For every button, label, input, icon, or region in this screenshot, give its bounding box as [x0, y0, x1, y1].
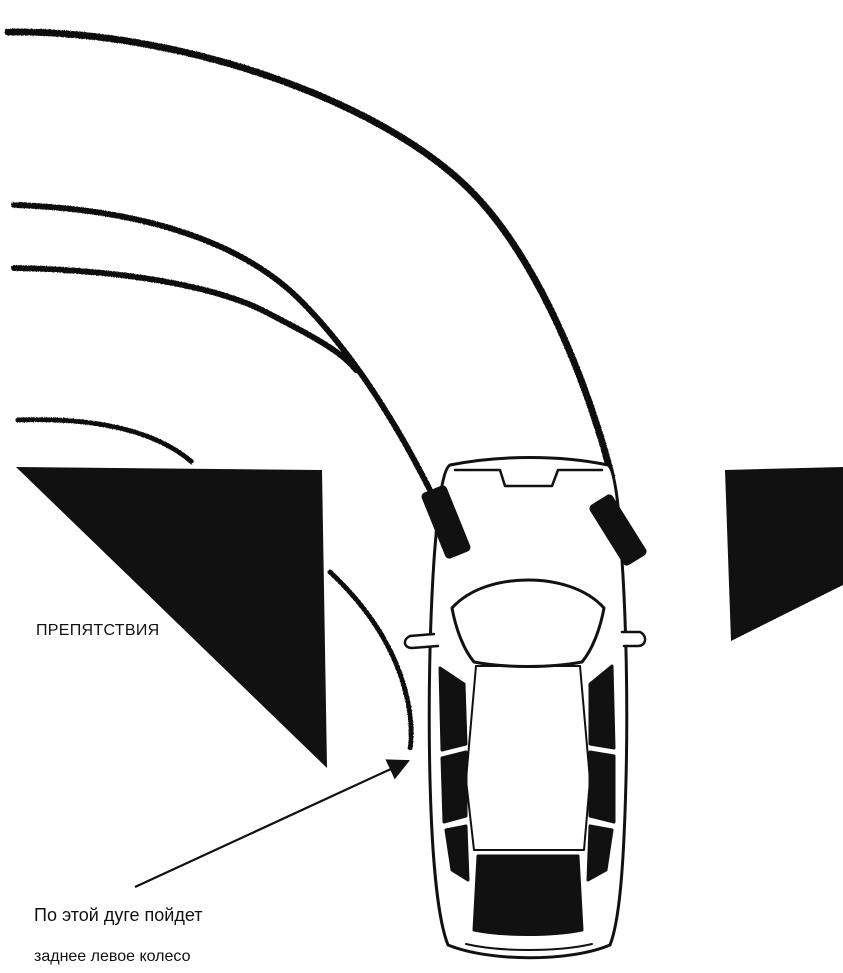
- caption-line-1: По этой дуге пойдет: [34, 905, 203, 926]
- left-obstacle: [16, 467, 327, 768]
- car: [405, 458, 646, 958]
- right-obstacle: [725, 467, 843, 641]
- rear-left-wheel-track: [18, 420, 193, 463]
- left-middle-window: [442, 752, 466, 822]
- rear-window: [474, 856, 582, 935]
- rear-right-wheel-track: [14, 268, 356, 370]
- front-left-wheel-track: [14, 205, 434, 498]
- caption-line-2: заднее левое колесо: [34, 948, 190, 966]
- left-mirror: [405, 634, 438, 648]
- right-middle-window: [590, 752, 614, 822]
- windshield: [452, 580, 604, 667]
- obstacles-label: ПРЕПЯТСТВИЯ: [36, 622, 160, 640]
- pointer-arrow: [135, 762, 406, 887]
- front-right-wheel-track: [8, 32, 612, 478]
- right-mirror: [622, 632, 645, 646]
- rear-left-wheel-arc: [330, 572, 411, 750]
